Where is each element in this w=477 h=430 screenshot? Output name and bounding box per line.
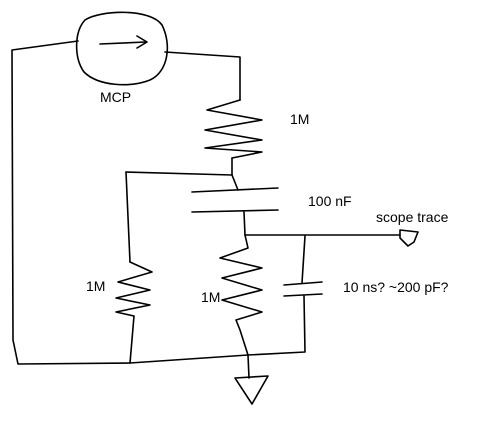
- left-branch-wire: [125, 171, 131, 263]
- cap-lead-bottom: [243, 211, 246, 236]
- cap-lead-top: [231, 174, 239, 191]
- label-capacitor-scope: 10 ns? ~200 pF?: [343, 279, 449, 295]
- mcp-arrow-icon: [99, 35, 148, 49]
- cap-scope-lead-top: [301, 235, 306, 284]
- bottom-wire: [129, 354, 250, 379]
- label-mcp: MCP: [100, 89, 131, 105]
- cap-scope-lead-bottom: [247, 295, 306, 356]
- resistor-top: [204, 99, 263, 159]
- mcp-symbol: [75, 11, 169, 86]
- label-capacitor-100nf: 100 nF: [308, 193, 352, 209]
- resistor-mid: [219, 234, 263, 356]
- scope-probe-icon: [399, 229, 419, 247]
- top-wire: [164, 51, 241, 101]
- label-resistor-top: 1M: [290, 111, 309, 127]
- label-resistor-left: 1M: [86, 278, 105, 294]
- label-scope-trace: scope trace: [376, 209, 449, 225]
- ground-icon: [234, 375, 269, 405]
- capacitor-100nf: [191, 187, 279, 213]
- resistor-left: [115, 261, 153, 364]
- outer-left-wire: [11, 40, 131, 365]
- capacitor-scope: [283, 281, 323, 297]
- label-resistor-mid: 1M: [201, 289, 220, 305]
- node-wire: [125, 157, 233, 176]
